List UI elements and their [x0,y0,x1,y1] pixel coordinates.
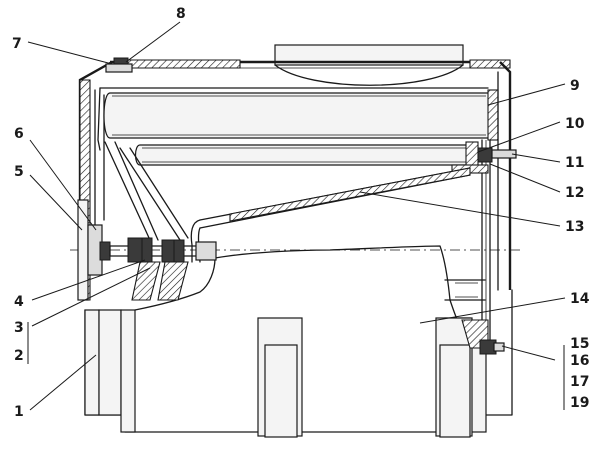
top-cover [110,44,511,86]
left-band-inner [98,309,122,416]
upper-seal [487,89,499,141]
cover-clamp [105,57,133,73]
callout-17: 17 [570,374,589,390]
callout-labels: 7 8 9 10 11 12 13 14 15 16 17 19 6 5 4 3… [12,6,590,420]
filter-element-upper [97,87,499,151]
nut-d [173,239,185,263]
lower-housing [84,245,513,438]
callout-9: 9 [570,78,580,94]
callout-2: 2 [14,348,24,364]
callout-16: 16 [570,353,589,369]
nut-c [161,239,175,263]
callout-7: 7 [12,36,22,52]
mount-block-left-inner [264,344,298,438]
rod-bracket [477,147,493,163]
lower-seal [465,141,479,169]
bolt-assembly [70,199,520,301]
end-nut [99,241,111,261]
end-disc [77,199,89,301]
callout-12: 12 [565,185,584,201]
callout-15: 15 [570,336,589,352]
top-outlet [274,44,464,66]
callout-6: 6 [14,126,24,142]
callout-19: 19 [570,395,589,411]
callout-4: 4 [14,294,24,310]
bolt-end [195,241,217,261]
nut-b [141,237,153,263]
inner-support [104,141,471,301]
bottom-washer [493,342,505,352]
callout-8: 8 [176,6,186,22]
callout-10: 10 [565,116,585,132]
left-band-front [120,309,136,433]
rod-pin [491,149,517,159]
callout-13: 13 [565,219,584,235]
filter-element-lower [134,141,479,169]
mount-block-right-inner [439,344,471,438]
callout-1: 1 [14,404,24,420]
leader-lines [27,21,566,411]
callout-11: 11 [565,155,584,171]
nut-a [127,237,143,263]
callout-14: 14 [570,291,590,307]
callout-5: 5 [14,164,24,180]
callout-3: 3 [14,320,24,336]
clamp-plate [105,63,133,73]
